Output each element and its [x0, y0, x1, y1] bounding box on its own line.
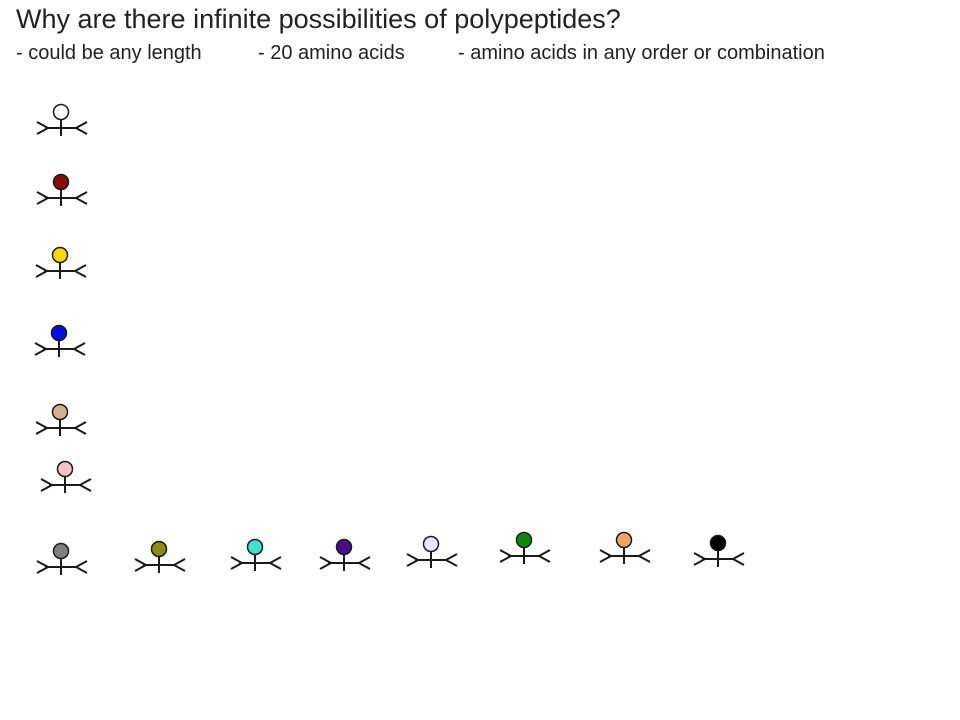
amino-acid-column-1 [36, 103, 88, 136]
r-group-circle [150, 540, 168, 558]
reason-length: - could be any length [16, 42, 202, 64]
amino-end-chevron [599, 549, 614, 563]
r-group-circle [52, 542, 70, 560]
amino-acid-column-6 [40, 460, 92, 493]
amino-acid-row-3 [230, 538, 282, 571]
r-group-circle [52, 103, 70, 121]
r-group-circle [56, 460, 74, 478]
carboxyl-end-chevron [71, 342, 86, 356]
amino-acid-column-5 [35, 403, 87, 436]
carboxyl-end-chevron [730, 552, 745, 566]
r-group-circle [50, 324, 68, 342]
r-group-circle [335, 538, 353, 556]
r-group-circle [709, 534, 727, 552]
amino-end-chevron [230, 556, 245, 570]
amino-acid-row-5 [406, 535, 458, 568]
carboxyl-end-chevron [267, 556, 282, 570]
r-group-circle [515, 531, 533, 549]
amino-acid-column-2 [36, 173, 88, 206]
carboxyl-end-chevron [73, 191, 88, 205]
amino-acid-row-1 [36, 542, 88, 575]
r-group-circle [422, 535, 440, 553]
amino-acid-row-6 [499, 531, 551, 564]
amino-end-chevron [499, 549, 514, 563]
amino-end-chevron [319, 556, 334, 570]
carboxyl-end-chevron [443, 553, 458, 567]
carboxyl-end-chevron [72, 264, 87, 278]
carboxyl-end-chevron [356, 556, 371, 570]
reason-twenty-amino-acids: - 20 amino acids [258, 42, 405, 64]
r-group-circle [615, 531, 633, 549]
amino-end-chevron [406, 553, 421, 567]
amino-end-chevron [40, 478, 55, 492]
carboxyl-end-chevron [171, 558, 186, 572]
amino-end-chevron [693, 552, 708, 566]
amino-end-chevron [36, 121, 51, 135]
reason-order-combination: - amino acids in any order or combinatio… [458, 42, 825, 64]
carboxyl-end-chevron [536, 549, 551, 563]
amino-end-chevron [35, 421, 50, 435]
carboxyl-end-chevron [72, 421, 87, 435]
amino-end-chevron [134, 558, 149, 572]
amino-acid-column-4 [34, 324, 86, 357]
amino-acid-row-7 [599, 531, 651, 564]
r-group-circle [52, 173, 70, 191]
amino-end-chevron [36, 191, 51, 205]
carboxyl-end-chevron [73, 121, 88, 135]
r-group-circle [51, 403, 69, 421]
slide-title: Why are there infinite possibilities of … [16, 4, 621, 34]
carboxyl-end-chevron [636, 549, 651, 563]
r-group-circle [51, 246, 69, 264]
r-group-circle [246, 538, 264, 556]
amino-end-chevron [35, 264, 50, 278]
amino-acid-row-4 [319, 538, 371, 571]
amino-acid-row-2 [134, 540, 186, 573]
amino-acid-row-8 [693, 534, 745, 567]
amino-end-chevron [34, 342, 49, 356]
reason-list: - could be any length - 20 amino acids -… [0, 42, 960, 68]
carboxyl-end-chevron [77, 478, 92, 492]
amino-acid-column-3 [35, 246, 87, 279]
carboxyl-end-chevron [73, 560, 88, 574]
amino-end-chevron [36, 560, 51, 574]
